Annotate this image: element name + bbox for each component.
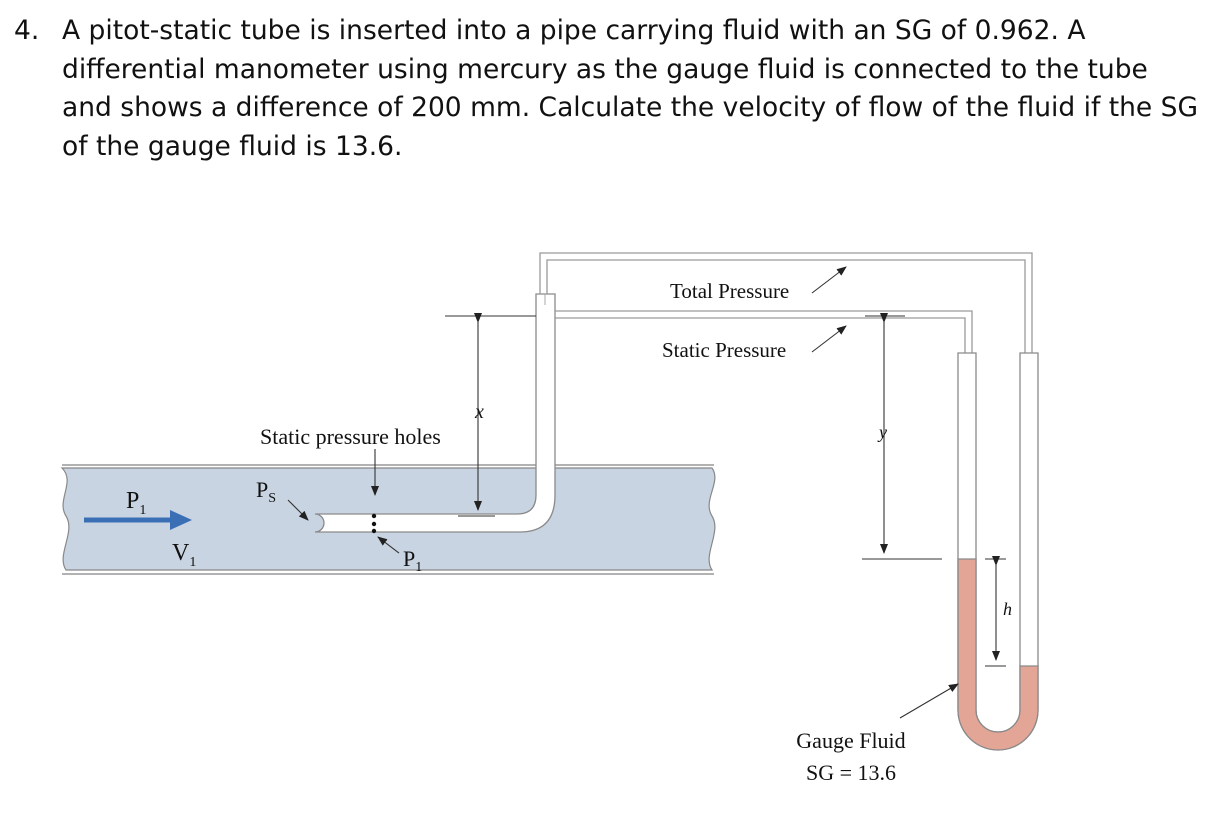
v1-label: V1 bbox=[172, 540, 196, 570]
p1-upstream-label: P1 bbox=[126, 488, 146, 518]
u-tube-manometer bbox=[957, 352, 1039, 751]
y-dimension bbox=[862, 313, 942, 560]
x-label: x bbox=[474, 401, 484, 423]
static-pressure-tube bbox=[555, 310, 973, 353]
gauge-fluid-sg-label: SG = 13.6 bbox=[806, 760, 896, 785]
p1-tip-label: P1 bbox=[403, 546, 422, 575]
h-dimension bbox=[985, 556, 1006, 667]
total-pressure-tube bbox=[539, 252, 1033, 353]
question-text: 4. A pitot-static tube is inserted into … bbox=[14, 12, 1204, 166]
static-pressure-label: Static Pressure bbox=[662, 338, 786, 362]
pitot-static-probe bbox=[314, 293, 556, 534]
total-pressure-label: Total Pressure bbox=[670, 279, 789, 303]
leader-arrows bbox=[287, 266, 959, 719]
flow-arrow bbox=[84, 510, 192, 530]
question-body: A pitot-static tube is inserted into a p… bbox=[62, 15, 1198, 162]
y-label: y bbox=[877, 422, 887, 442]
x-dimension bbox=[445, 313, 536, 517]
gauge-fluid-label: Gauge Fluid bbox=[796, 728, 905, 753]
question-number: 4. bbox=[14, 15, 40, 46]
h-label: h bbox=[1003, 599, 1012, 619]
static-pressure-holes-label: Static pressure holes bbox=[260, 424, 441, 449]
ps-label: PS bbox=[256, 477, 276, 506]
